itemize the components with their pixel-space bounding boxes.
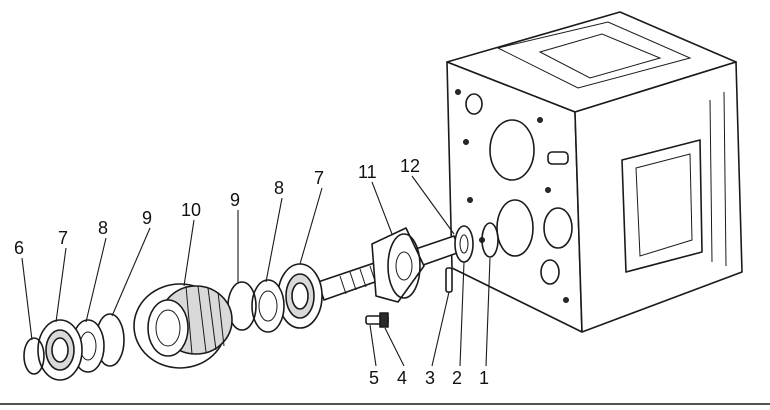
callout-7-right: 7 <box>314 168 324 188</box>
callout-10: 10 <box>181 200 201 220</box>
callout-9-left: 9 <box>142 208 152 228</box>
shaft-assembly <box>317 222 499 328</box>
callout-3: 3 <box>425 368 435 388</box>
callout-labels: 1 2 3 4 5 6 7 8 9 10 9 8 7 11 12 <box>14 156 489 388</box>
callout-1: 1 <box>479 368 489 388</box>
callout-8-right: 8 <box>274 178 284 198</box>
callout-5: 5 <box>369 368 379 388</box>
callout-6: 6 <box>14 238 24 258</box>
callout-11: 11 <box>358 162 377 182</box>
bearing-right <box>277 263 323 329</box>
callout-7-left: 7 <box>58 228 68 248</box>
retaining-ring <box>23 337 45 375</box>
bearing-left <box>37 319 83 381</box>
callout-12: 12 <box>400 156 420 176</box>
spacer-ring-right <box>251 279 285 333</box>
callout-8-left: 8 <box>98 218 108 238</box>
callout-2: 2 <box>452 368 462 388</box>
callout-4: 4 <box>397 368 407 388</box>
spur-gear <box>133 283 233 369</box>
callout-9-right: 9 <box>230 190 240 210</box>
leader-lines <box>21 175 491 367</box>
gearbox-housing <box>446 11 743 333</box>
